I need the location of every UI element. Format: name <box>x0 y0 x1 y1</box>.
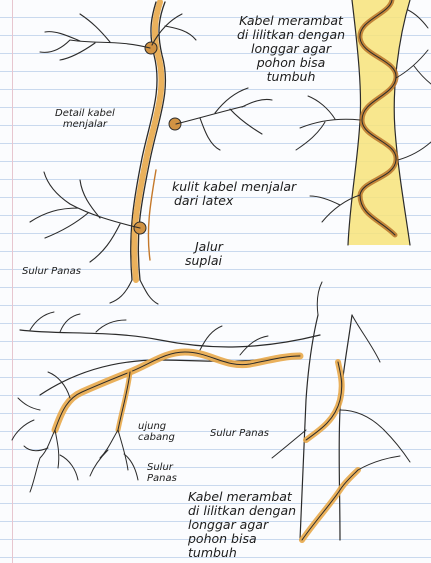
sulur-low-line-2: Panas <box>147 473 177 484</box>
detail-label-line-1: Detail kabel <box>55 108 115 119</box>
ujung-label-line-1: ujung <box>138 421 175 432</box>
top-right-note-line-3: longgar agar <box>237 42 345 56</box>
detail-label: Detail kabel menjalar <box>55 108 115 130</box>
bottom-note-line-4: pohon bisa <box>188 532 296 546</box>
supply-label: Jalur suplai <box>185 240 223 268</box>
latex-label: kulit kabel menjalar dari latex <box>172 180 296 208</box>
ujung-cabang-label: ujung cabang <box>138 421 175 443</box>
top-right-note-line-4: pohon bisa <box>237 56 345 70</box>
detail-label-line-2: menjalar <box>55 119 115 130</box>
supply-label-line-2: suplai <box>185 254 223 268</box>
latex-label-line-1: kulit kabel menjalar <box>172 180 296 194</box>
sulur-panas-top-label: Sulur Panas <box>22 266 81 277</box>
sulur-panas-low-label: Sulur Panas <box>147 462 177 484</box>
bottom-note-line-3: longgar agar <box>188 518 296 532</box>
bottom-note-line-5: tumbuh <box>188 546 296 560</box>
top-right-note-line-5: tumbuh <box>237 70 345 84</box>
top-right-note-line-2: di lilitkan dengan <box>237 28 345 42</box>
bottom-note-line-1: Kabel merambat <box>188 490 296 504</box>
top-right-note-line-1: Kabel merambat <box>237 14 345 28</box>
latex-label-line-2: dari latex <box>172 194 296 208</box>
sulur-low-line-1: Sulur <box>147 462 177 473</box>
bottom-note: Kabel merambat di lilitkan dengan longga… <box>188 490 296 560</box>
top-left-branch-sketch <box>30 2 272 304</box>
supply-label-line-1: Jalur <box>185 240 223 254</box>
sulur-panas-mid-label: Sulur Panas <box>210 428 269 439</box>
top-right-note: Kabel merambat di lilitkan dengan longga… <box>237 14 345 84</box>
ujung-label-line-2: cabang <box>138 432 175 443</box>
bottom-note-line-2: di lilitkan dengan <box>188 504 296 518</box>
